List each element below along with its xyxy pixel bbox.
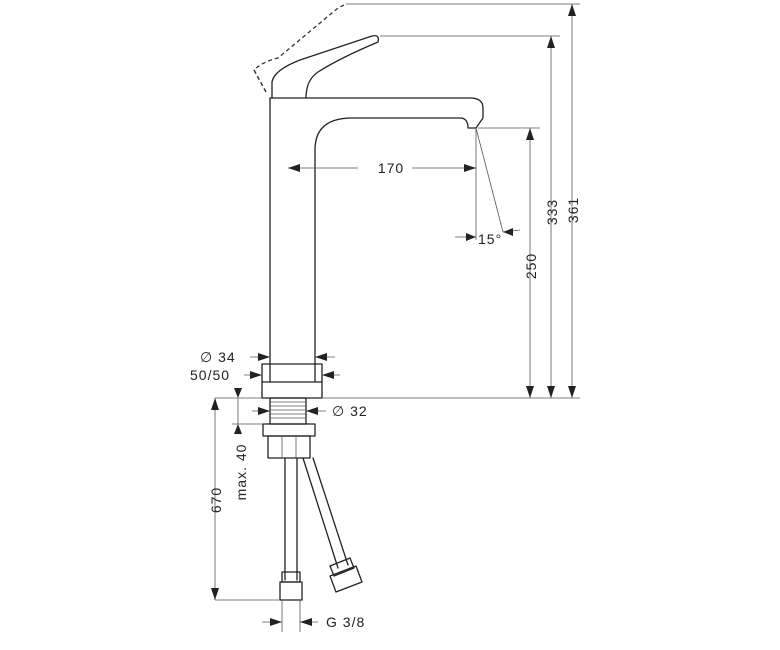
dimension-max40-label: max. 40 bbox=[233, 444, 249, 501]
dimension-d32-label: ∅ 32 bbox=[332, 403, 368, 419]
dimension-max40: max. 40 bbox=[232, 388, 263, 500]
dimension-333: 333 bbox=[544, 36, 560, 398]
dimension-361: 361 bbox=[565, 4, 581, 398]
dimension-250-label: 250 bbox=[523, 253, 539, 279]
lever-handle bbox=[253, 3, 380, 99]
dimension-361-label: 361 bbox=[565, 197, 581, 223]
threaded-shank bbox=[262, 397, 316, 459]
dimension-250: 250 bbox=[523, 128, 539, 398]
dimension-50-50: 50/50 bbox=[190, 367, 340, 383]
dimension-50-50-label: 50/50 bbox=[190, 367, 230, 383]
dimension-670-label: 670 bbox=[208, 487, 224, 513]
dimension-170: 170 bbox=[288, 160, 476, 176]
dimension-d32: ∅ 32 bbox=[252, 403, 368, 419]
dimension-d34: ∅ 34 bbox=[200, 349, 335, 365]
supply-hoses bbox=[279, 457, 363, 601]
dimension-g38-label: G 3/8 bbox=[326, 614, 365, 630]
dimension-g38: G 3/8 bbox=[262, 600, 365, 632]
dimension-angle: 15° bbox=[455, 228, 521, 247]
faucet-body bbox=[261, 97, 484, 399]
dimension-170-label: 170 bbox=[378, 160, 404, 176]
dimension-333-label: 333 bbox=[544, 199, 560, 225]
dimension-670: 670 bbox=[208, 398, 224, 600]
dimension-d34-label: ∅ 34 bbox=[200, 349, 236, 365]
dimension-angle-label: 15° bbox=[478, 231, 502, 247]
